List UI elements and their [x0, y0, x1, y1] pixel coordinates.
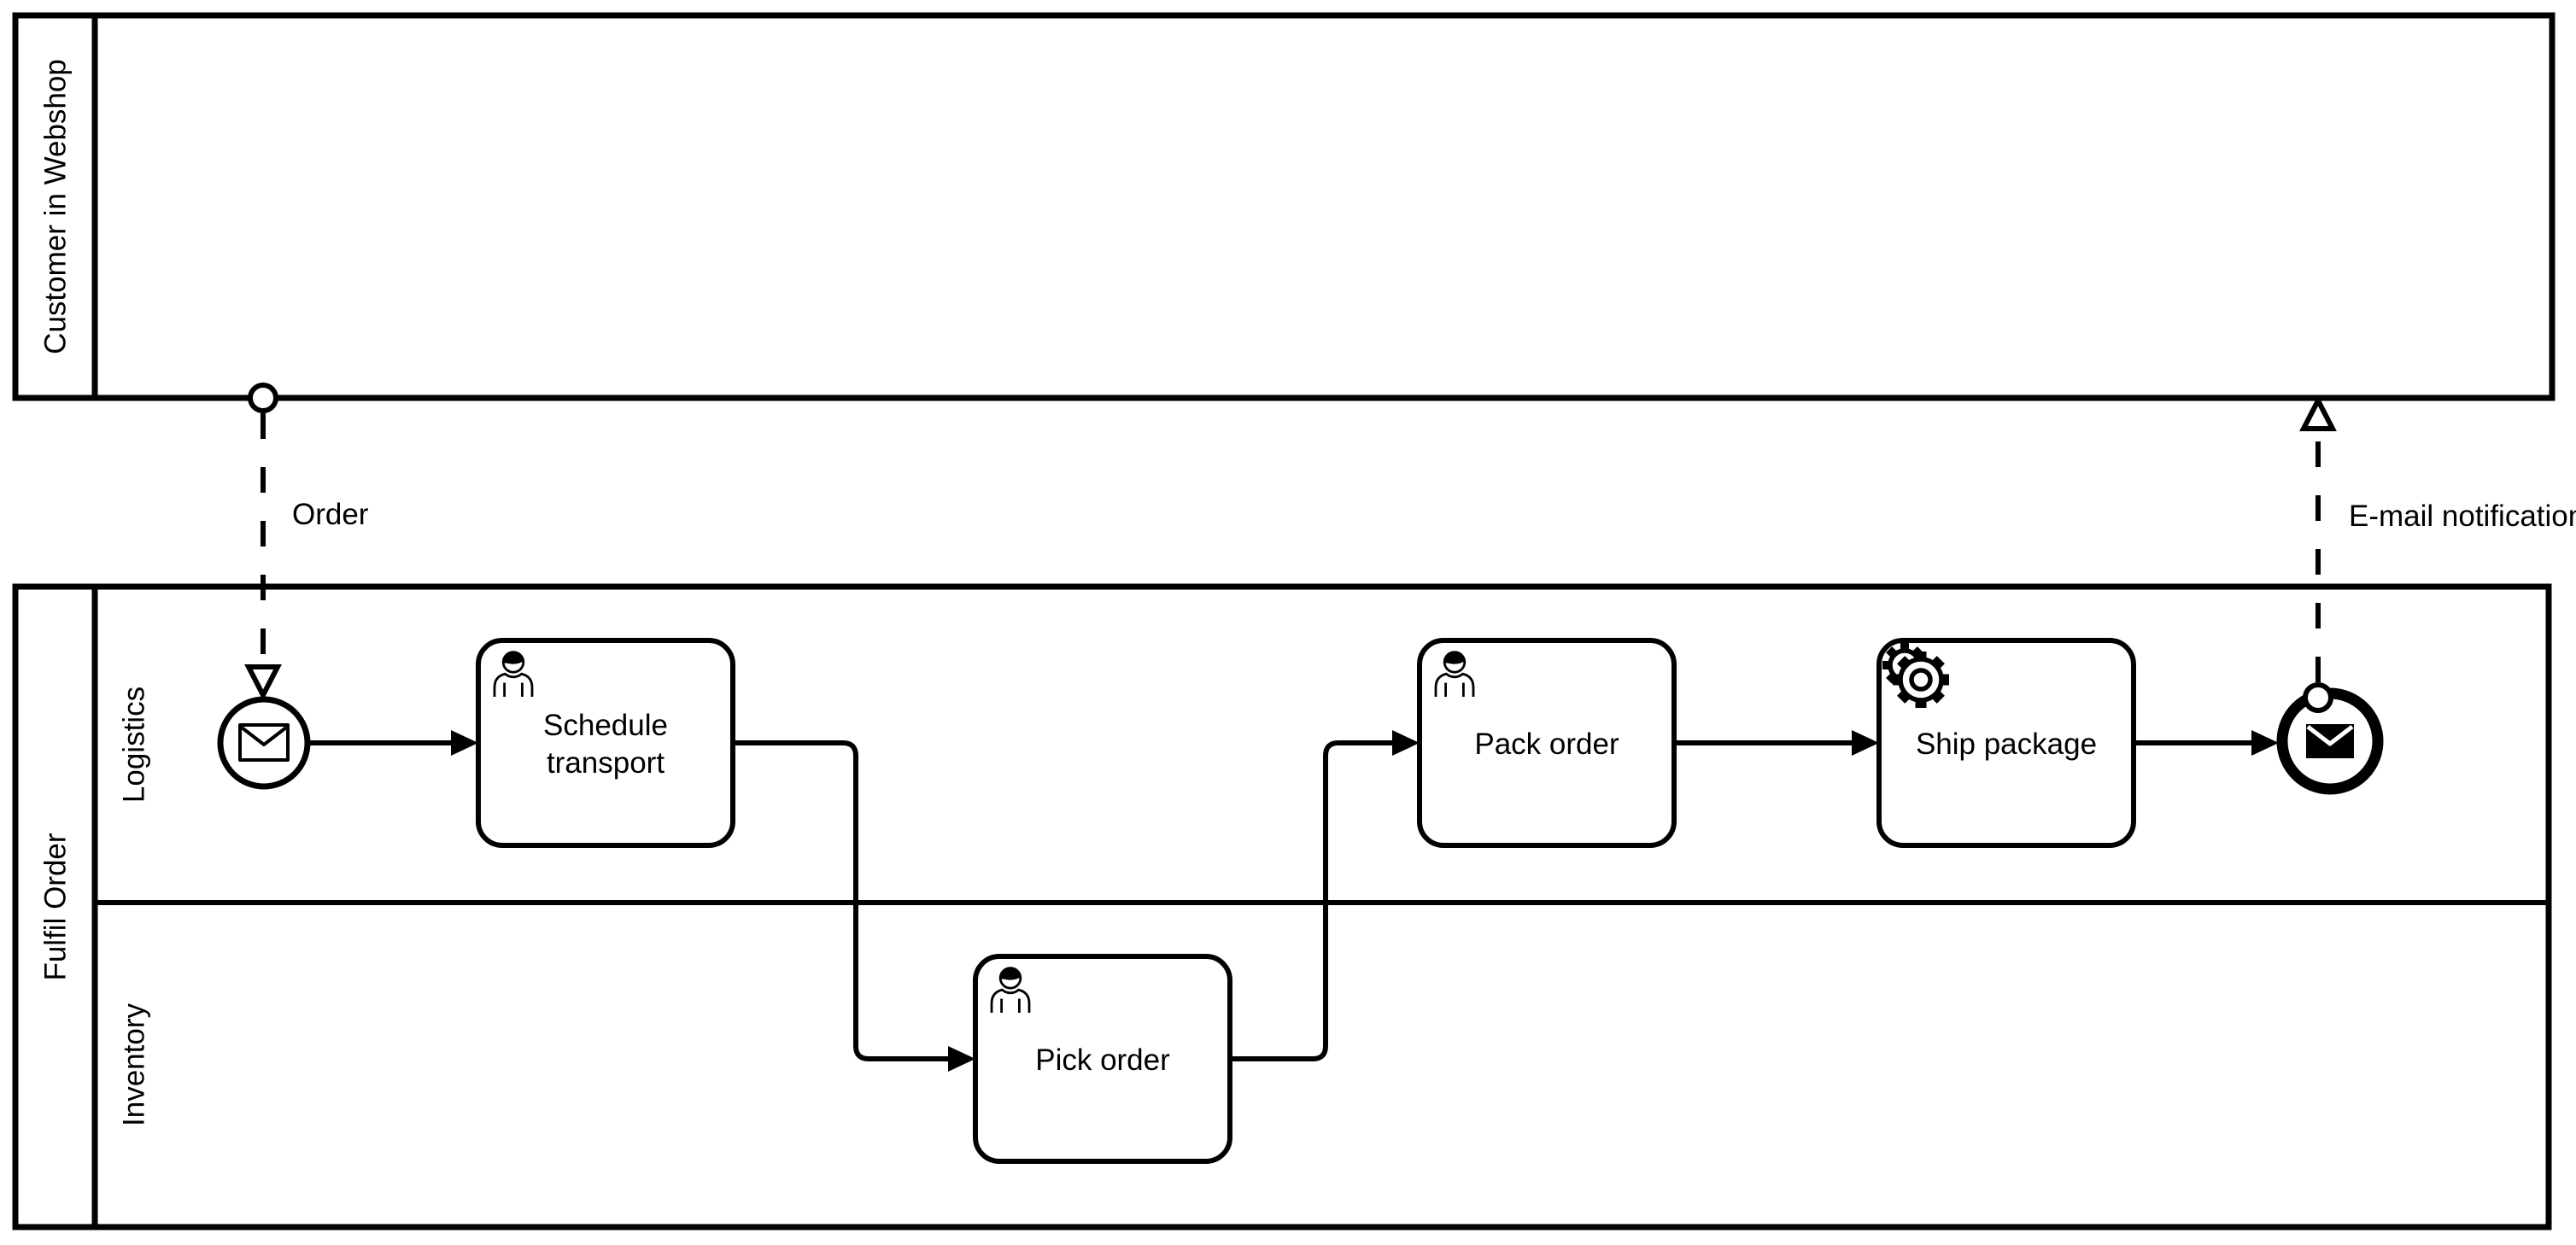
message-start-event: [217, 696, 311, 790]
task-schedule-transport: Schedule transport: [476, 638, 735, 848]
message-flow-email-notification: E-mail notification: [2299, 395, 2576, 713]
pool-customer-label: Customer in Webshop: [38, 59, 72, 354]
lane-logistics-label: Logistics: [117, 687, 150, 803]
message-flow-open-arrowhead: [244, 664, 282, 701]
message-flow-email-label: E-mail notification: [2349, 500, 2576, 533]
pool-customer-in-webshop: Customer in Webshop: [12, 12, 2556, 401]
task-label: Ship package: [1916, 728, 2097, 761]
message-flow-open-arrowhead: [2299, 395, 2337, 431]
pool-fulfil-order: Fulfil Order Logistics Inventory: [12, 583, 2552, 1230]
lane-inventory-label: Inventory: [117, 1003, 150, 1126]
task-label-line1: Schedule: [543, 709, 668, 742]
task-border: [973, 954, 1232, 1164]
sequence-flow-start-to-schedule: [310, 730, 478, 756]
pool-fulfil-label: Fulfil Order: [38, 833, 72, 980]
message-flow-source-circle: [2303, 682, 2333, 713]
arrowhead: [451, 730, 478, 756]
envelope-filled-icon: [2306, 724, 2354, 758]
sequence-flow-pack-to-ship: [1674, 730, 1879, 756]
sequence-flow-ship-to-end: [2134, 730, 2279, 756]
task-border: [476, 638, 735, 848]
arrowhead: [948, 1046, 975, 1072]
message-flow-order: Order: [244, 383, 369, 701]
sequence-flow-schedule-to-pick: [733, 740, 975, 1072]
task-pick-order: Pick order: [973, 954, 1232, 1164]
task-ship-package: Ship package: [1876, 638, 2136, 848]
arrowhead: [1852, 730, 1879, 756]
task-label: Pick order: [1035, 1043, 1170, 1077]
task-border: [1417, 638, 1677, 848]
task-label-line2: transport: [547, 746, 664, 780]
message-end-event: [2276, 687, 2384, 795]
task-pack-order: Pack order: [1417, 638, 1677, 848]
message-flow-source-circle: [248, 383, 278, 413]
pool-fulfil-border: [12, 583, 2552, 1230]
gears-icon: [1882, 643, 1949, 708]
message-flow-order-label: Order: [292, 498, 369, 531]
envelope-icon: [238, 723, 290, 762]
arrowhead: [1392, 730, 1420, 756]
task-label: Pack order: [1474, 728, 1619, 761]
task-border: [1876, 638, 2136, 848]
sequence-flow-pick-to-pack: [1230, 730, 1420, 1061]
pool-customer-border: [12, 12, 2556, 401]
arrowhead: [2251, 730, 2279, 756]
